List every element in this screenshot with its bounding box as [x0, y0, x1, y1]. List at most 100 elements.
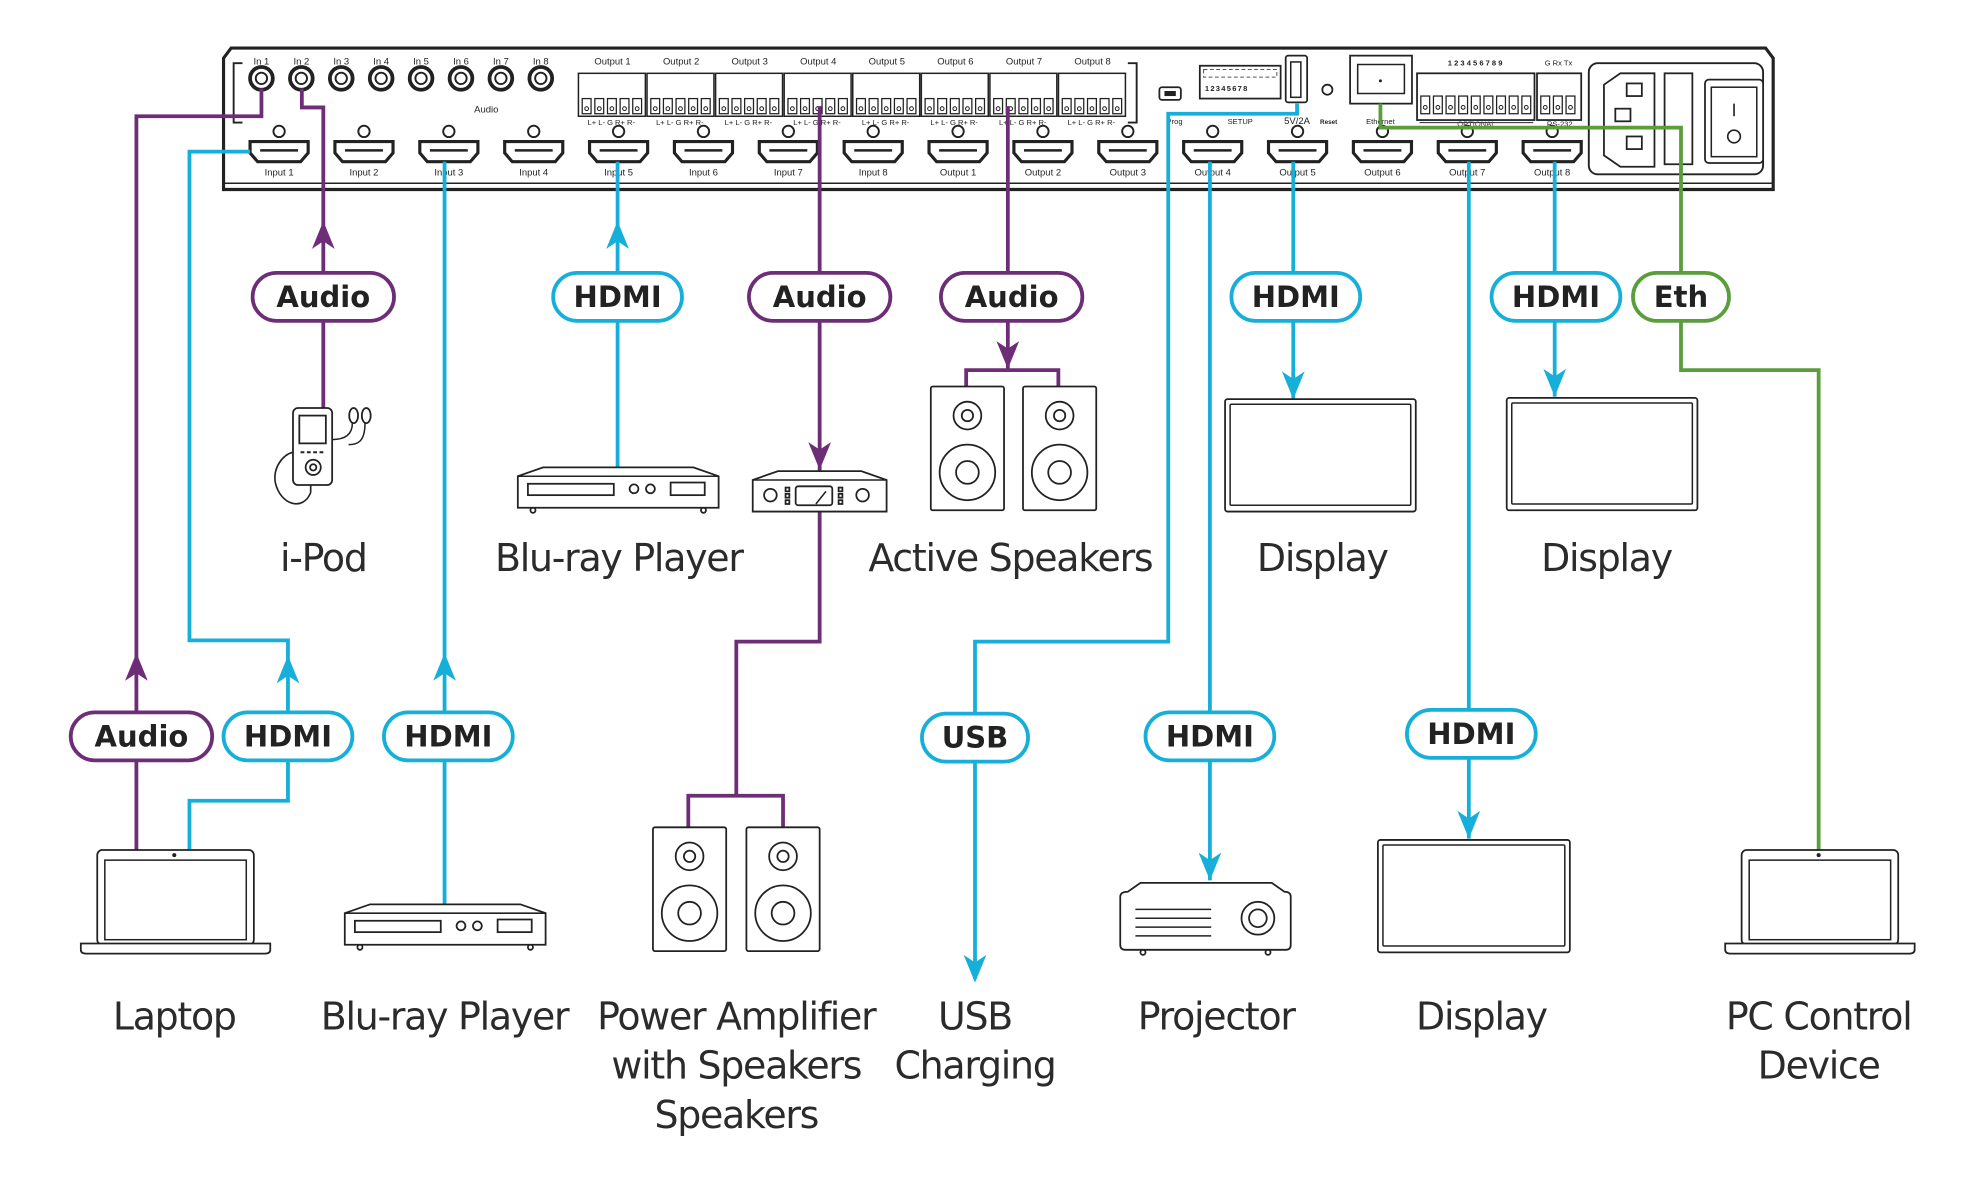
- bluray-player-bottom-label: Blu-ray Player: [321, 994, 570, 1038]
- hdmi-port[interactable]: [587, 124, 650, 164]
- hdmi-port[interactable]: [1436, 124, 1498, 164]
- audio-output-terminal[interactable]: [714, 72, 784, 118]
- amp-audio-pill: Audio: [747, 270, 893, 323]
- arrow-icon: [1543, 368, 1567, 397]
- dip-numbers: 12345678: [1205, 84, 1249, 93]
- hdmi-port-label: Input 3: [434, 168, 463, 179]
- hdmi-port[interactable]: [248, 124, 310, 164]
- hdmi-port-label: Input 6: [689, 168, 718, 179]
- audio-input-jack[interactable]: [288, 65, 315, 92]
- terminal-pin-labels: L+ L- G R+ R-: [862, 118, 910, 127]
- hdmi-port-label: Output 6: [1364, 168, 1400, 179]
- terminal-pin-labels: L+ L- G R+ R-: [999, 118, 1047, 127]
- audio-output-terminal[interactable]: [989, 72, 1058, 118]
- usb-charging-pill: USB: [920, 711, 1030, 764]
- usb-charging-cable: [973, 103, 1299, 979]
- power-switch[interactable]: [1704, 78, 1764, 164]
- arrow-icon: [1281, 371, 1305, 400]
- bluray-player-icon: [516, 466, 720, 514]
- audio-input-jack[interactable]: [367, 65, 395, 92]
- hdmi-port[interactable]: [757, 124, 819, 164]
- optional-terminal-block[interactable]: [1416, 72, 1536, 121]
- active-speakers-audio-pill: Audio: [939, 270, 1085, 323]
- usb-charging-port[interactable]: [1284, 54, 1309, 104]
- bluray-player-top-label: Blu-ray Player: [495, 536, 744, 580]
- audio-input-jack[interactable]: [327, 65, 355, 92]
- laptop-audio-pill: Audio: [68, 710, 215, 763]
- hdmi-port[interactable]: [1097, 124, 1159, 164]
- ipod-icon: [274, 407, 372, 505]
- audio-output-label: Output 7: [1006, 56, 1042, 67]
- hdmi-port-label: Output 4: [1195, 168, 1231, 179]
- pill-label: HDMI: [244, 719, 332, 753]
- audio-group-label: Audio: [474, 104, 498, 115]
- hdmi-port[interactable]: [672, 124, 735, 164]
- hdmi-port[interactable]: [1182, 124, 1244, 164]
- prog-port[interactable]: [1158, 86, 1182, 101]
- passive-speakers-icon: [652, 826, 821, 952]
- hdmi-port[interactable]: [333, 124, 395, 164]
- audio-output-terminal[interactable]: [783, 72, 852, 118]
- hdmi-port[interactable]: [1012, 124, 1074, 164]
- pc-control-laptop-icon: [1724, 849, 1916, 955]
- audio-input-label: In 3: [333, 56, 349, 67]
- laptop-hdmi-pill: HDMI: [221, 710, 355, 763]
- audio-input-jack[interactable]: [407, 65, 435, 92]
- audio-output-terminal[interactable]: [646, 72, 715, 118]
- bluray-player-bottom-icon: [343, 903, 547, 951]
- bluray-top-hdmi-pill: HDMI: [551, 270, 684, 323]
- audio-output-terminal[interactable]: [577, 72, 647, 118]
- rs232-terminal-block[interactable]: [1536, 72, 1583, 121]
- audio-input-label: In 4: [373, 56, 389, 67]
- audio-input-jack[interactable]: [248, 65, 275, 92]
- cables: [125, 88, 1821, 983]
- audio-output-terminal[interactable]: [851, 72, 921, 118]
- audio-output-label: Output 2: [663, 56, 699, 67]
- reset-button[interactable]: [1321, 83, 1334, 96]
- audio-output-label: Output 8: [1074, 56, 1110, 67]
- pill-label: Eth: [1654, 280, 1708, 314]
- speaker-icon: [1022, 385, 1098, 512]
- setup-label: SETUP: [1228, 117, 1253, 126]
- arrow-icon: [963, 954, 987, 983]
- hdmi-port[interactable]: [503, 124, 565, 164]
- audio-input-jack[interactable]: [487, 65, 515, 92]
- audio-output-terminal[interactable]: [920, 72, 990, 118]
- pill-label: HDMI: [404, 719, 492, 753]
- speaker-icon: [745, 826, 821, 952]
- ipod-audio-cable: [299, 88, 326, 409]
- audio-input-jack[interactable]: [447, 65, 475, 92]
- ethernet-port[interactable]: [1349, 54, 1413, 105]
- hdmi-port[interactable]: [1266, 124, 1329, 164]
- arrow-icon: [808, 442, 832, 470]
- hdmi-port-label: Input 8: [859, 168, 888, 179]
- hdmi-port[interactable]: [418, 124, 480, 164]
- pill-label: Audio: [965, 280, 1059, 314]
- arrow-icon: [311, 221, 335, 249]
- optional-label: OPTIONAL: [1457, 119, 1495, 128]
- laptop-audio-cable: [134, 88, 264, 851]
- setup-dip-switch[interactable]: 12345678: [1198, 64, 1282, 100]
- pill-label: Audio: [95, 719, 189, 753]
- speaker-split-cable: [686, 793, 785, 828]
- projector-label: Projector: [1138, 994, 1297, 1038]
- usb-charging-label-line2: Charging: [894, 1044, 1055, 1088]
- active-speakers-label: Active Speakers: [868, 536, 1152, 580]
- audio-input-label: In 5: [413, 56, 429, 67]
- audio-input-jack[interactable]: [527, 65, 555, 92]
- pill-label: Audio: [276, 280, 370, 314]
- power-amplifier-label-line3: Speakers: [654, 1093, 818, 1137]
- audio-input-label: In 6: [453, 56, 469, 67]
- projector-hdmi-pill: HDMI: [1143, 710, 1277, 763]
- hdmi-port[interactable]: [927, 124, 989, 164]
- hdmi-port-label: Output 2: [1025, 168, 1061, 179]
- display-2-icon: [1505, 397, 1699, 512]
- active-speaker-split-cable: [964, 368, 1061, 387]
- hdmi-port[interactable]: [842, 124, 904, 164]
- audio-output-terminal[interactable]: [1057, 72, 1127, 118]
- hdmi-port-label: Output 5: [1279, 168, 1315, 179]
- pc-control-label-line2: Device: [1758, 1044, 1880, 1088]
- display1-hdmi-pill: HDMI: [1229, 270, 1363, 323]
- audio-output-label: Output 4: [800, 56, 836, 67]
- arrow-icon: [433, 653, 456, 681]
